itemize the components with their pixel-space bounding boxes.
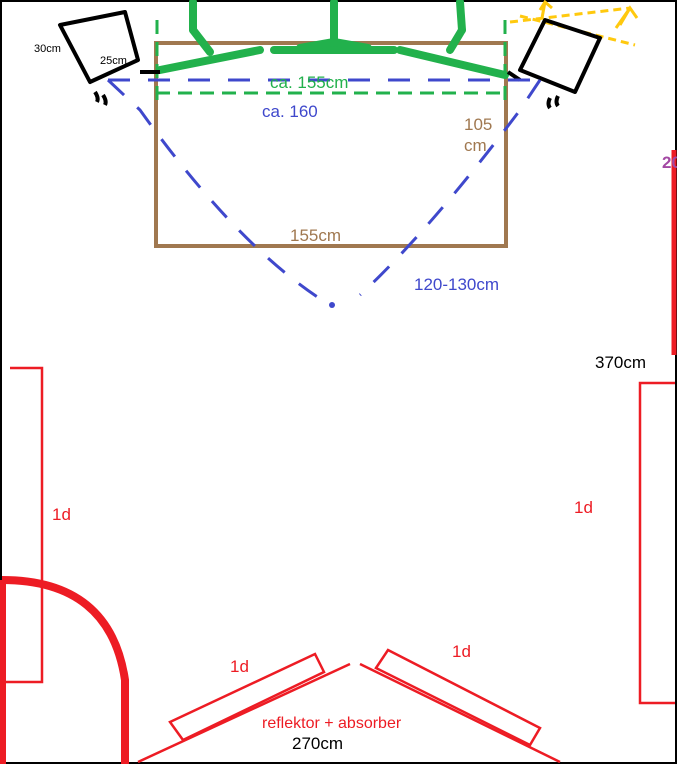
- desk-width-green-label: ca. 155cm: [270, 73, 348, 92]
- listening-distance-label: ca. 160: [262, 102, 318, 121]
- right-marker-label: 20: [662, 153, 677, 172]
- corner-panel-right-label: 1d: [452, 642, 471, 661]
- speaker-right: [506, 18, 602, 110]
- desk-depth-unit: cm: [464, 136, 487, 155]
- desk-depth-value: 105: [464, 115, 492, 134]
- door-arc: [1, 576, 129, 764]
- corner-panel-left-label: 1d: [230, 657, 249, 676]
- speaker-width-line: [155, 20, 507, 100]
- panel-left: [5, 366, 44, 684]
- monitor-setup: [156, 0, 509, 79]
- panel-right-label: 1d: [574, 498, 593, 517]
- panel-left-label: 1d: [52, 505, 71, 524]
- desk-width-brown-label: 155cm: [290, 226, 341, 245]
- speaker-left: [58, 10, 160, 106]
- triangle-side-label: 120-130cm: [414, 275, 499, 294]
- corner-caption: reflektor + absorber: [262, 715, 402, 732]
- listening-position: [329, 302, 335, 308]
- corner-panel-left: [137, 652, 351, 764]
- panel-right: [638, 381, 675, 705]
- corner-panel-right: [359, 648, 561, 764]
- arrow-head-icon: [538, 0, 639, 29]
- room-width-label: 270cm: [292, 734, 343, 753]
- speaker-left-depth-label: 30cm: [34, 43, 61, 55]
- listening-triangle: [106, 78, 542, 307]
- speaker-left-width-label: 25cm: [100, 55, 127, 67]
- room-length-label: 370cm: [595, 353, 646, 372]
